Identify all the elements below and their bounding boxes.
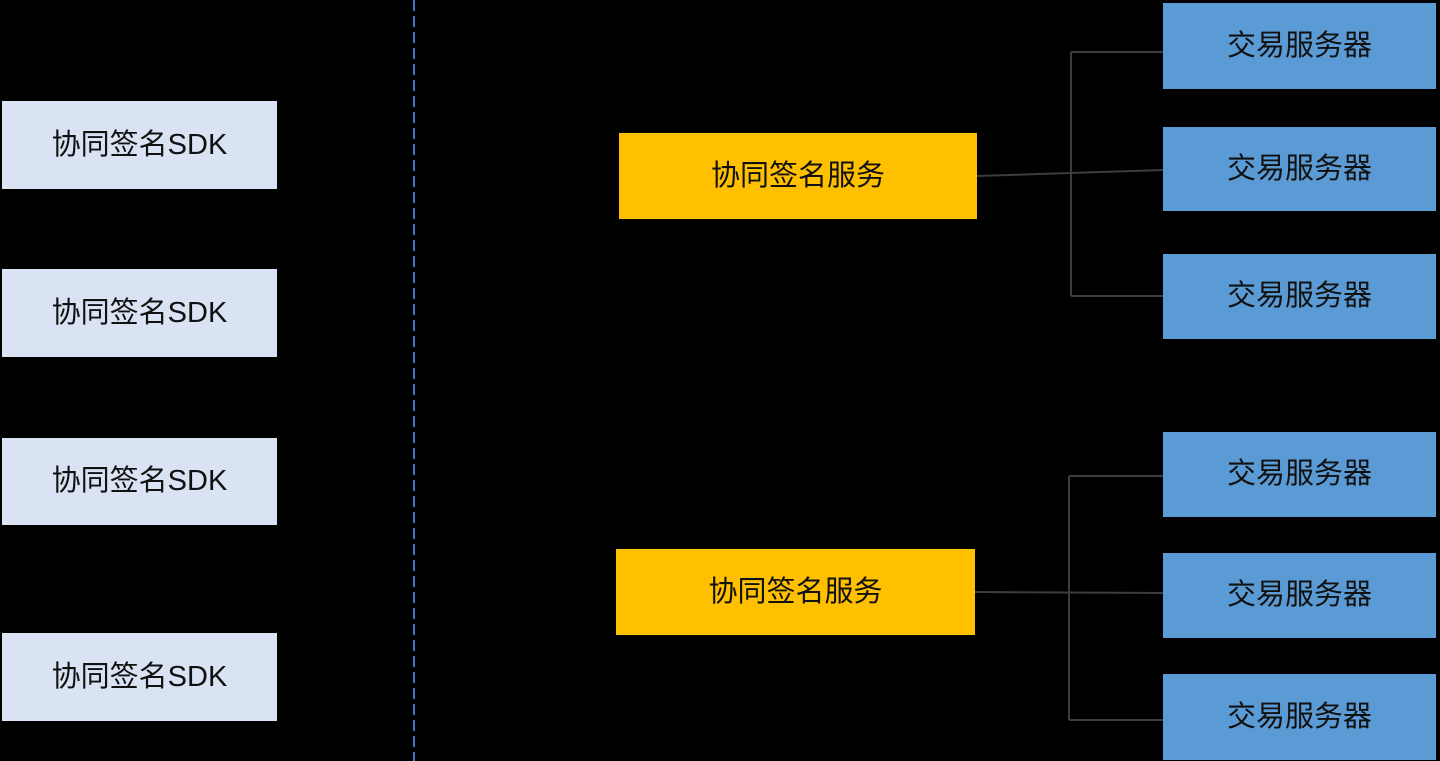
sdk-node: 协同签名SDK [2, 101, 277, 189]
sdk-node: 协同签名SDK [2, 438, 277, 525]
trade-server-node: 交易服务器 [1163, 254, 1436, 339]
trade-server-node: 交易服务器 [1163, 432, 1436, 517]
connector-line [974, 591, 1164, 594]
trade-server-node: 交易服务器 [1163, 674, 1436, 760]
trade-server-node-label: 交易服务器 [1226, 29, 1372, 62]
trade-server-node-label: 交易服务器 [1226, 700, 1372, 733]
trade-server-node-label: 交易服务器 [1226, 458, 1372, 490]
trade-server-node: 交易服务器 [1163, 553, 1436, 638]
sdk-node: 协同签名SDK [2, 269, 277, 357]
trade-server-node: 交易服务器 [1163, 127, 1436, 211]
trade-server-node: 交易服务器 [1163, 3, 1436, 89]
trade-server-node-label: 交易服务器 [1226, 579, 1372, 611]
signing-service-node-label: 协同签名服务 [710, 159, 885, 192]
signing-service-node: 协同签名服务 [619, 133, 977, 219]
sdk-node-label: 协同签名SDK [51, 296, 228, 329]
trade-server-node-label: 交易服务器 [1226, 280, 1372, 312]
sdk-node-label: 协同签名SDK [51, 128, 228, 161]
trade-server-node-label: 交易服务器 [1226, 152, 1372, 185]
connector-line [976, 169, 1164, 177]
sdk-node-label: 协同签名SDK [51, 660, 228, 693]
sdk-node-label: 协同签名SDK [51, 465, 228, 497]
sdk-node: 协同签名SDK [2, 633, 277, 721]
signing-service-node: 协同签名服务 [616, 549, 975, 635]
signing-service-node-label: 协同签名服务 [708, 575, 883, 608]
